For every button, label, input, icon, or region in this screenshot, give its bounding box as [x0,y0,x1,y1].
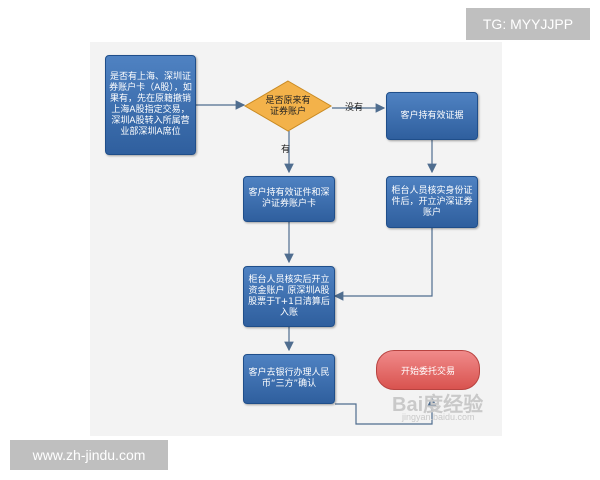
top-watermark-tag: TG: MYYJJPP [466,8,590,40]
bring-id-node-text: 客户持有效证据 [400,110,464,121]
baidu-jingyan-url: jingyan.baidu.com [402,412,475,422]
verify-open-node-text: 柜台人员核实身份证件后，开立沪深证券账户 [391,185,473,218]
bring-id-docs-node: 客户持有效证件和深沪证券账户卡 [243,176,335,222]
top-watermark-text: TG: MYYJJPP [482,16,574,32]
verify-open-node: 柜台人员核实身份证件后，开立沪深证券账户 [386,176,478,228]
label-no: 没有 [345,103,364,113]
start-node-text: 是否有上海、深圳证券账户卡（A股），如果有，先在原籍撤销上海A股指定交易，深圳A… [109,72,192,137]
bank-confirm-node-text: 客户去银行办理人民币“三方”确认 [248,368,330,389]
decision-node-text: 是否原来有证券账户 [265,96,311,117]
bottom-watermark-text: www.zh-jindu.com [32,447,146,463]
label-yes: 有 [281,145,291,155]
decision-node [244,80,332,132]
start-trading-end-node-text: 开始委托交易 [400,366,455,377]
fund-account-node: 柜台人员核实后开立资金账户 原深圳A股股票于T+1日清算后入账 [243,266,335,327]
start-node: 是否有上海、深圳证券账户卡（A股），如果有，先在原籍撤销上海A股指定交易，深圳A… [105,55,196,155]
bottom-watermark-tag: www.zh-jindu.com [10,440,168,470]
baidu-jingyan-logo: Bai度经验 [392,394,484,416]
connector-verify-to-fund [333,228,433,301]
start-trading-end-node: 开始委托交易 [376,350,480,390]
connector-bank-to-end [335,396,437,425]
fund-account-node-text: 柜台人员核实后开立资金账户 原深圳A股股票于T+1日清算后入账 [248,274,330,318]
bring-id-node: 客户持有效证据 [386,92,478,140]
bank-confirm-node: 客户去银行办理人民币“三方”确认 [243,354,335,404]
bring-id-docs-node-text: 客户持有效证件和深沪证券账户卡 [248,188,330,209]
